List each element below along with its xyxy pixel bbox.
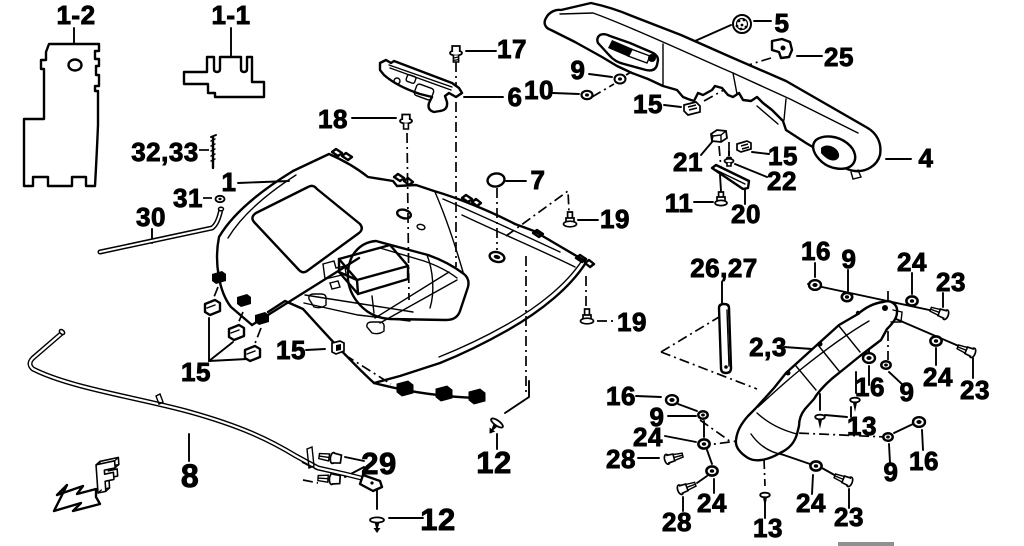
svg-text:1-1: 1-1 [211,0,250,30]
svg-text:15: 15 [768,141,798,171]
svg-text:26,27: 26,27 [690,253,758,283]
svg-text:19: 19 [600,204,630,234]
svg-text:16: 16 [801,236,831,266]
svg-text:9: 9 [842,244,857,274]
svg-text:19: 19 [617,307,647,337]
svg-text:13: 13 [753,513,783,543]
svg-text:16: 16 [909,446,939,476]
svg-text:8: 8 [181,458,199,494]
svg-text:4: 4 [919,143,934,173]
svg-text:9: 9 [650,402,665,432]
svg-text:9: 9 [884,457,899,487]
svg-text:16: 16 [855,372,885,402]
svg-text:24: 24 [923,362,953,392]
svg-text:23: 23 [936,267,966,297]
svg-text:23: 23 [834,502,864,532]
svg-text:29: 29 [361,446,396,481]
svg-text:30: 30 [136,202,166,232]
svg-text:11: 11 [665,188,694,218]
svg-text:28: 28 [606,444,636,474]
svg-text:17: 17 [497,34,527,64]
svg-text:28: 28 [662,507,692,537]
svg-text:22: 22 [767,166,797,196]
svg-text:9: 9 [900,377,915,407]
svg-text:25: 25 [824,42,854,72]
svg-text:5: 5 [775,8,790,38]
svg-text:15: 15 [276,335,306,365]
svg-text:6: 6 [508,82,523,112]
svg-text:21: 21 [673,147,703,177]
svg-text:9: 9 [571,55,586,85]
svg-text:10: 10 [524,75,554,105]
svg-text:7: 7 [531,165,546,195]
svg-text:2,3: 2,3 [749,332,787,362]
svg-text:1-2: 1-2 [56,0,95,30]
svg-text:18: 18 [318,104,348,134]
svg-text:31: 31 [173,183,203,213]
svg-text:15: 15 [181,357,211,387]
svg-text:24: 24 [796,488,826,518]
svg-text:1: 1 [222,167,237,197]
svg-text:23: 23 [960,375,990,405]
svg-text:24: 24 [697,488,727,518]
svg-text:12: 12 [420,502,455,537]
svg-text:20: 20 [731,199,761,229]
svg-text:12: 12 [476,445,511,480]
svg-text:15: 15 [633,89,663,119]
svg-text:24: 24 [633,422,663,452]
svg-text:32,33: 32,33 [131,137,199,167]
svg-text:16: 16 [606,381,636,411]
